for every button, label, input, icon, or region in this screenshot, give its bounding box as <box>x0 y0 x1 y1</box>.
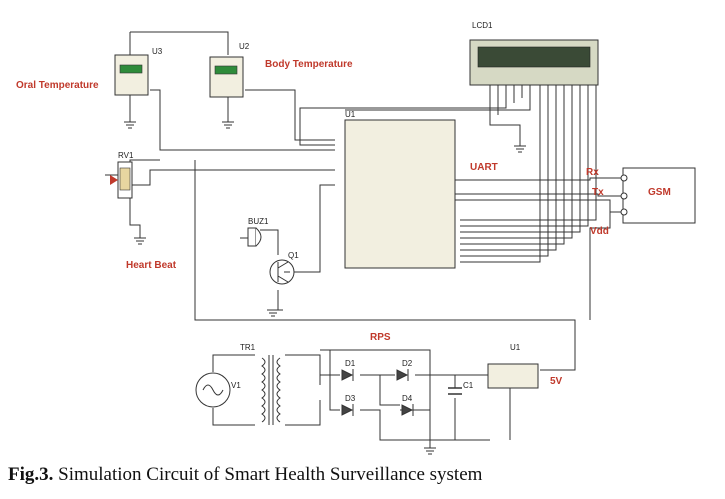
u3-ref: U3 <box>152 47 163 56</box>
voltage-regulator-u1: U1 <box>487 343 539 389</box>
microcontroller-u1: U1 <box>344 110 456 269</box>
u3-temperature-sensor: U3 <box>114 47 163 96</box>
body-temperature-label: Body Temperature <box>265 59 353 70</box>
rv1-ref: RV1 <box>118 151 134 160</box>
rps-label: RPS <box>370 332 391 343</box>
heart-beat-label: Heart Beat <box>126 260 177 271</box>
d2-ref: D2 <box>402 359 413 368</box>
tr1-transformer: TR1 <box>240 343 281 425</box>
d1-ref: D1 <box>345 359 356 368</box>
gsm-label: GSM <box>648 187 671 198</box>
mcu-ref: U1 <box>345 110 356 119</box>
u2-ref: U2 <box>239 42 250 51</box>
buz1-buzzer: BUZ1 <box>247 217 269 247</box>
lcd-display: LCD1 <box>469 21 599 86</box>
lcd-ref: LCD1 <box>472 21 493 30</box>
figure-caption-text: Simulation Circuit of Smart Health Surve… <box>53 464 483 485</box>
bridge-diodes <box>341 369 414 416</box>
d3-ref: D3 <box>345 394 356 403</box>
rv1-potentiometer: RV1 <box>110 151 134 199</box>
circuit-diagram: U3 U2 LCD1 U1 RV1 BUZ1 Q1 <box>16 21 696 455</box>
v1-ref: V1 <box>231 381 241 390</box>
v1-ac-source: V1 <box>195 372 241 408</box>
figure-caption: Fig.3. Simulation Circuit of Smart Healt… <box>8 464 718 494</box>
rx-label: Rx <box>586 167 599 178</box>
oral-temperature-label: Oral Temperature <box>16 80 99 91</box>
reg-ref: U1 <box>510 343 521 352</box>
vdd-label: Vdd <box>590 226 609 237</box>
buz1-ref: BUZ1 <box>248 217 269 226</box>
q1-transistor: Q1 <box>269 251 299 285</box>
q1-ref: Q1 <box>288 251 299 260</box>
c1-ref: C1 <box>463 381 474 390</box>
c1-capacitor: C1 <box>448 381 474 395</box>
gsm-module <box>620 167 696 224</box>
tx-label: Tx <box>592 187 604 198</box>
uart-label: UART <box>470 162 498 173</box>
five-v-label: 5V <box>550 376 563 387</box>
u2-temperature-sensor: U2 <box>209 42 250 98</box>
tr1-ref: TR1 <box>240 343 256 352</box>
wires <box>105 31 625 448</box>
ground-symbols <box>124 121 526 455</box>
d4-ref: D4 <box>402 394 413 403</box>
figure-number: Fig.3. <box>8 464 54 485</box>
